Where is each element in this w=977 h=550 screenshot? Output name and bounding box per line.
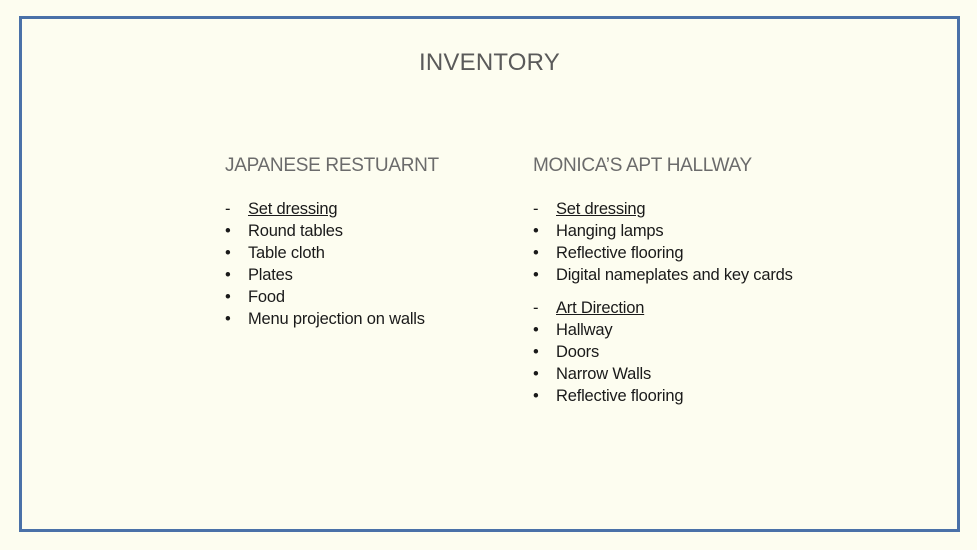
bullet-marker: • <box>533 266 539 284</box>
set-dressing-group: - Set dressing • Hanging lamps • Reflect… <box>533 198 793 286</box>
subheading-row: - Set dressing <box>225 198 485 220</box>
subheading: Set dressing <box>248 200 338 218</box>
slide-title: INVENTORY <box>419 49 560 76</box>
monicas-apt-hallway-column: MONICA’S APT HALLWAY - Set dressing • Ha… <box>533 154 793 418</box>
list-item-text: Plates <box>248 266 293 284</box>
bullet-marker: • <box>225 288 231 306</box>
set-dressing-group: - Set dressing • Round tables • Table cl… <box>225 198 485 330</box>
list-item-text: Reflective flooring <box>556 387 684 405</box>
list-item-text: Doors <box>556 343 600 361</box>
list-item-text: Hanging lamps <box>556 222 664 240</box>
list-item: • Food <box>225 286 485 308</box>
list-item: • Plates <box>225 264 485 286</box>
list-item-text: Table cloth <box>248 244 325 262</box>
bullet-marker: • <box>225 310 231 328</box>
dash-marker: - <box>533 200 539 218</box>
subheading-row: - Art Direction <box>533 297 793 319</box>
list-item: • Hallway <box>533 319 793 341</box>
list-item: • Reflective flooring <box>533 385 793 407</box>
list-item-text: Reflective flooring <box>556 244 684 262</box>
bullet-marker: • <box>533 387 539 405</box>
bullet-marker: • <box>225 266 231 284</box>
column-heading: JAPANESE RESTUARNT <box>225 155 439 176</box>
list-item-text: Round tables <box>248 222 343 240</box>
list-item: • Digital nameplates and key cards <box>533 264 793 286</box>
list-item: • Round tables <box>225 220 485 242</box>
bullet-marker: • <box>533 321 539 339</box>
column-heading: MONICA’S APT HALLWAY <box>533 155 752 176</box>
bullet-marker: • <box>533 222 539 240</box>
slide-frame: INVENTORY JAPANESE RESTUARNT - Set dress… <box>19 16 960 532</box>
list-item-text: Hallway <box>556 321 613 339</box>
subheading-row: - Set dressing <box>533 198 793 220</box>
subheading: Set dressing <box>556 200 646 218</box>
list-item: • Hanging lamps <box>533 220 793 242</box>
bullet-marker: • <box>533 244 539 262</box>
japanese-restaurant-column: JAPANESE RESTUARNT - Set dressing • Roun… <box>225 154 485 341</box>
art-direction-group: - Art Direction • Hallway • Doors • Narr… <box>533 297 793 407</box>
list-item-text: Food <box>248 288 285 306</box>
list-item: • Reflective flooring <box>533 242 793 264</box>
dash-marker: - <box>533 299 539 317</box>
bullet-marker: • <box>533 365 539 383</box>
list-item-text: Narrow Walls <box>556 365 652 383</box>
list-item-text: Menu projection on walls <box>248 310 425 328</box>
list-item: • Doors <box>533 341 793 363</box>
bullet-marker: • <box>225 244 231 262</box>
bullet-marker: • <box>225 222 231 240</box>
list-item: • Narrow Walls <box>533 363 793 385</box>
dash-marker: - <box>225 200 231 218</box>
list-item: • Table cloth <box>225 242 485 264</box>
list-item-text: Digital nameplates and key cards <box>556 266 793 284</box>
subheading: Art Direction <box>556 299 645 317</box>
bullet-marker: • <box>533 343 539 361</box>
list-item: • Menu projection on walls <box>225 308 485 330</box>
